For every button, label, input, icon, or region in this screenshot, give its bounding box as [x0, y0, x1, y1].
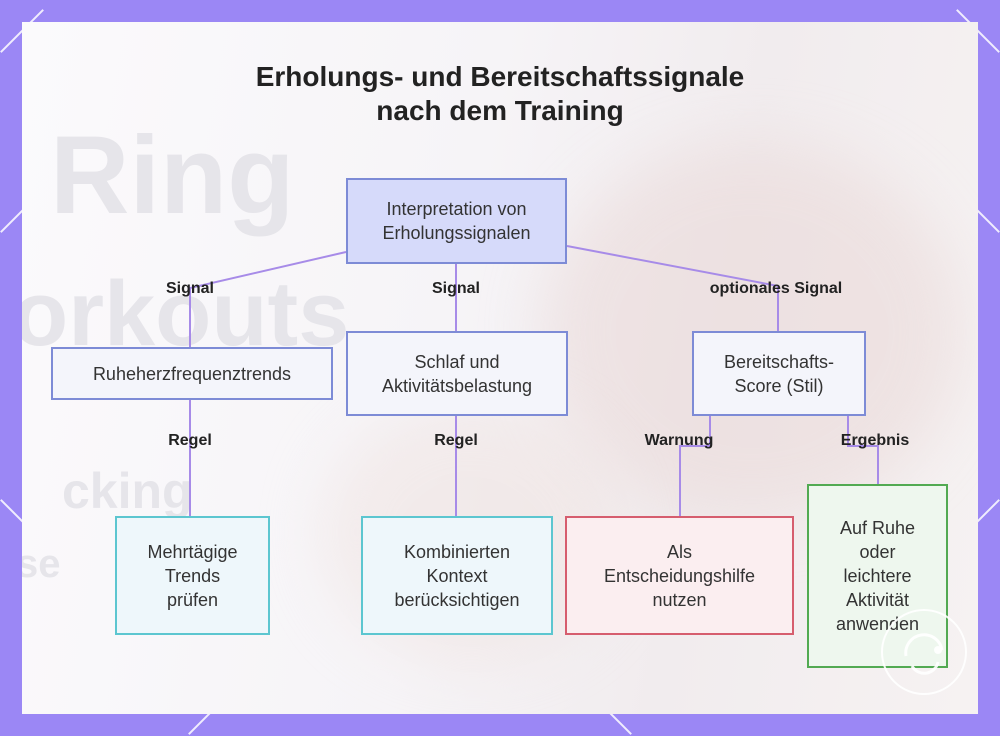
- edge-label-signal-optional: optionales Signal: [709, 280, 843, 297]
- edge-root-readiness: [566, 245, 779, 331]
- background-text: se: [22, 542, 61, 586]
- node-resting-heart-rate: Ruheherzfrequenztrends: [51, 347, 333, 400]
- edge-label-result: Ergebnis: [840, 432, 910, 449]
- node-multi-day-trends: Mehrtägige Trends prüfen: [115, 516, 270, 635]
- background-text: cking: [62, 463, 193, 519]
- edge-label-rule-mid: Regel: [434, 432, 478, 449]
- edge-readiness-decision: [679, 415, 711, 516]
- edge-label-rule-left: Regel: [168, 432, 212, 449]
- edge-readiness-rest: [847, 415, 879, 484]
- watermark-logo: [881, 609, 967, 695]
- edge-label-signal-left: Signal: [165, 280, 215, 297]
- edge-root-resting-hr: [189, 251, 347, 348]
- edge-label-signal-mid: Signal: [431, 280, 481, 297]
- background-text: Ring: [50, 114, 295, 237]
- node-decision-aid: Als Entscheidungshilfe nutzen: [565, 516, 794, 635]
- title-line-1: Erholungs- und Bereitschaftssignale: [255, 61, 745, 92]
- node-readiness-score: Bereitschafts-Score (Stil): [692, 331, 866, 416]
- diagram-title: Erholungs- und Bereitschaftssignale nach…: [0, 60, 1000, 128]
- node-combined-context: Kombinierten Kontext berücksichtigen: [361, 516, 553, 635]
- edge-label-warning: Warnung: [644, 432, 714, 449]
- node-interpretation: Interpretation von Erholungssignalen: [346, 178, 567, 264]
- title-line-2: nach dem Training: [376, 95, 624, 126]
- node-sleep-activity: Schlaf und Aktivitätsbelastung: [346, 331, 568, 416]
- node-rest-activity: Auf Ruhe oder leichtere Aktivität anwend…: [807, 484, 948, 668]
